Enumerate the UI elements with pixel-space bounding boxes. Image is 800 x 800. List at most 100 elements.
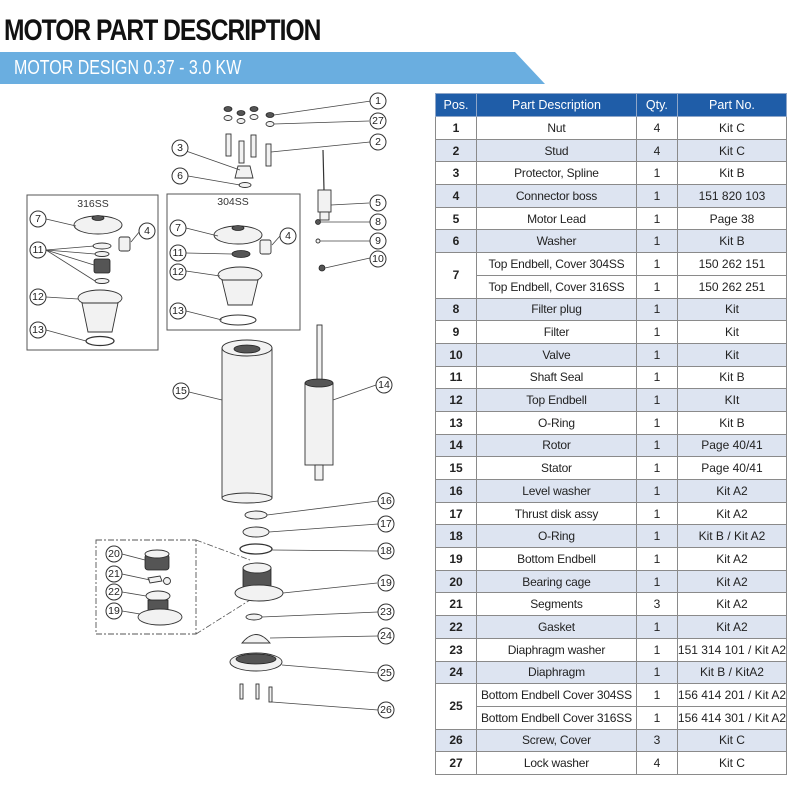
col-header-description: Part Description [476,93,637,117]
cell-pos: 21 [435,592,477,617]
cell-part-no: Kit B [676,229,788,254]
callout-8: 8 [369,213,387,231]
svg-text:25: 25 [380,667,392,679]
cell-qty: 1 [635,456,678,480]
cell-qty: 1 [635,388,678,412]
callout-19-detail: 19 [105,602,123,620]
cell-pos: 14 [435,433,477,458]
callout-26: 26 [377,701,395,719]
cell-pos: 10 [435,342,477,367]
leader-lines [45,100,379,711]
cell-qty: 3 [635,592,678,617]
svg-text:1: 1 [375,95,381,107]
cell-description: Screw, Cover [476,728,637,753]
cell-pos: 16 [435,479,477,503]
callout-10: 10 [369,250,387,268]
cell-pos: 12 [435,388,477,412]
svg-text:4: 4 [285,230,291,242]
callout-13-304ss: 13 [169,302,187,320]
svg-text:7: 7 [35,213,41,225]
svg-text:4: 4 [144,225,150,237]
cell-qty: 1 [635,410,678,435]
cell-part-no: Kit A2 [676,479,788,503]
cell-pos: 27 [435,751,477,775]
cell-description: Diaphragm [476,660,637,685]
callout-7-316ss: 7 [29,210,47,228]
motor-lead-part [317,189,332,213]
cell-part-no: Kit C [676,116,788,140]
callout-12-316ss: 12 [29,288,47,306]
callout-1: 1 [369,92,387,110]
cell-pos: 9 [435,320,477,344]
callout-4-316ss: 4 [138,222,156,240]
cell-part-no: 151 314 101 / Kit A2 [676,637,788,662]
cell-description: Protector, Spline [476,161,637,186]
section-banner: MOTOR DESIGN 0.37 - 3.0 KW [0,52,545,84]
svg-text:7: 7 [175,222,181,234]
cell-qty: 1 [635,229,678,254]
cell-qty: 1 [635,479,678,503]
cell-part-no: Kit A2 [676,615,788,639]
callout-7-304ss: 7 [169,219,187,237]
page-title: MOTOR PART DESCRIPTION [4,14,321,47]
box-304ss [166,193,301,331]
cell-pos: 17 [435,501,477,526]
cell-qty: 1 [635,547,678,571]
cell-pos: 19 [435,547,477,571]
cell-qty: 3 [635,728,678,753]
cell-pos: 7 [435,252,477,299]
cell-pos: 20 [435,569,477,594]
cell-qty: 1 [635,637,678,662]
callout-15: 15 [172,382,190,400]
callout-25: 25 [377,664,395,682]
cell-part-no: Kit B [676,161,788,186]
cell-part-no: Kit A2 [676,592,788,617]
cell-pos: 3 [435,161,477,186]
cell-pos: 2 [435,138,477,163]
cell-qty: 1 [635,501,678,526]
callout-17: 17 [377,515,395,533]
cell-pos: 22 [435,615,477,639]
cell-part-no: Kit A2 [676,569,788,594]
cell-part-no: Kit C [676,728,788,753]
callout-16: 16 [377,492,395,510]
cell-description: Bottom Endbell Cover 316SS [476,705,637,730]
cell-description: Stator [476,456,637,480]
cell-qty: 1 [635,274,678,299]
cell-description: Stud [476,138,637,163]
rotor-part [304,324,334,481]
callout-20: 20 [105,545,123,563]
callout-23: 23 [377,603,395,621]
svg-text:16: 16 [380,495,392,507]
callout-13-316ss: 13 [29,321,47,339]
callout-14: 14 [375,376,393,394]
cell-description: Motor Lead [476,206,637,231]
cell-description: Segments [476,592,637,617]
callout-4-304ss: 4 [279,227,297,245]
svg-text:24: 24 [380,630,392,642]
cell-part-no: Kit [676,342,788,367]
cell-part-no: Kit C [676,138,788,163]
svg-text:19: 19 [380,577,392,589]
callout-19: 19 [377,574,395,592]
cell-description: O-Ring [476,524,637,549]
cell-part-no: Kit [676,297,788,322]
svg-text:17: 17 [380,518,392,530]
cell-qty: 1 [635,660,678,685]
cell-pos: 8 [435,297,477,322]
cell-part-no: 150 262 251 [676,274,788,299]
cell-qty: 1 [635,365,678,390]
